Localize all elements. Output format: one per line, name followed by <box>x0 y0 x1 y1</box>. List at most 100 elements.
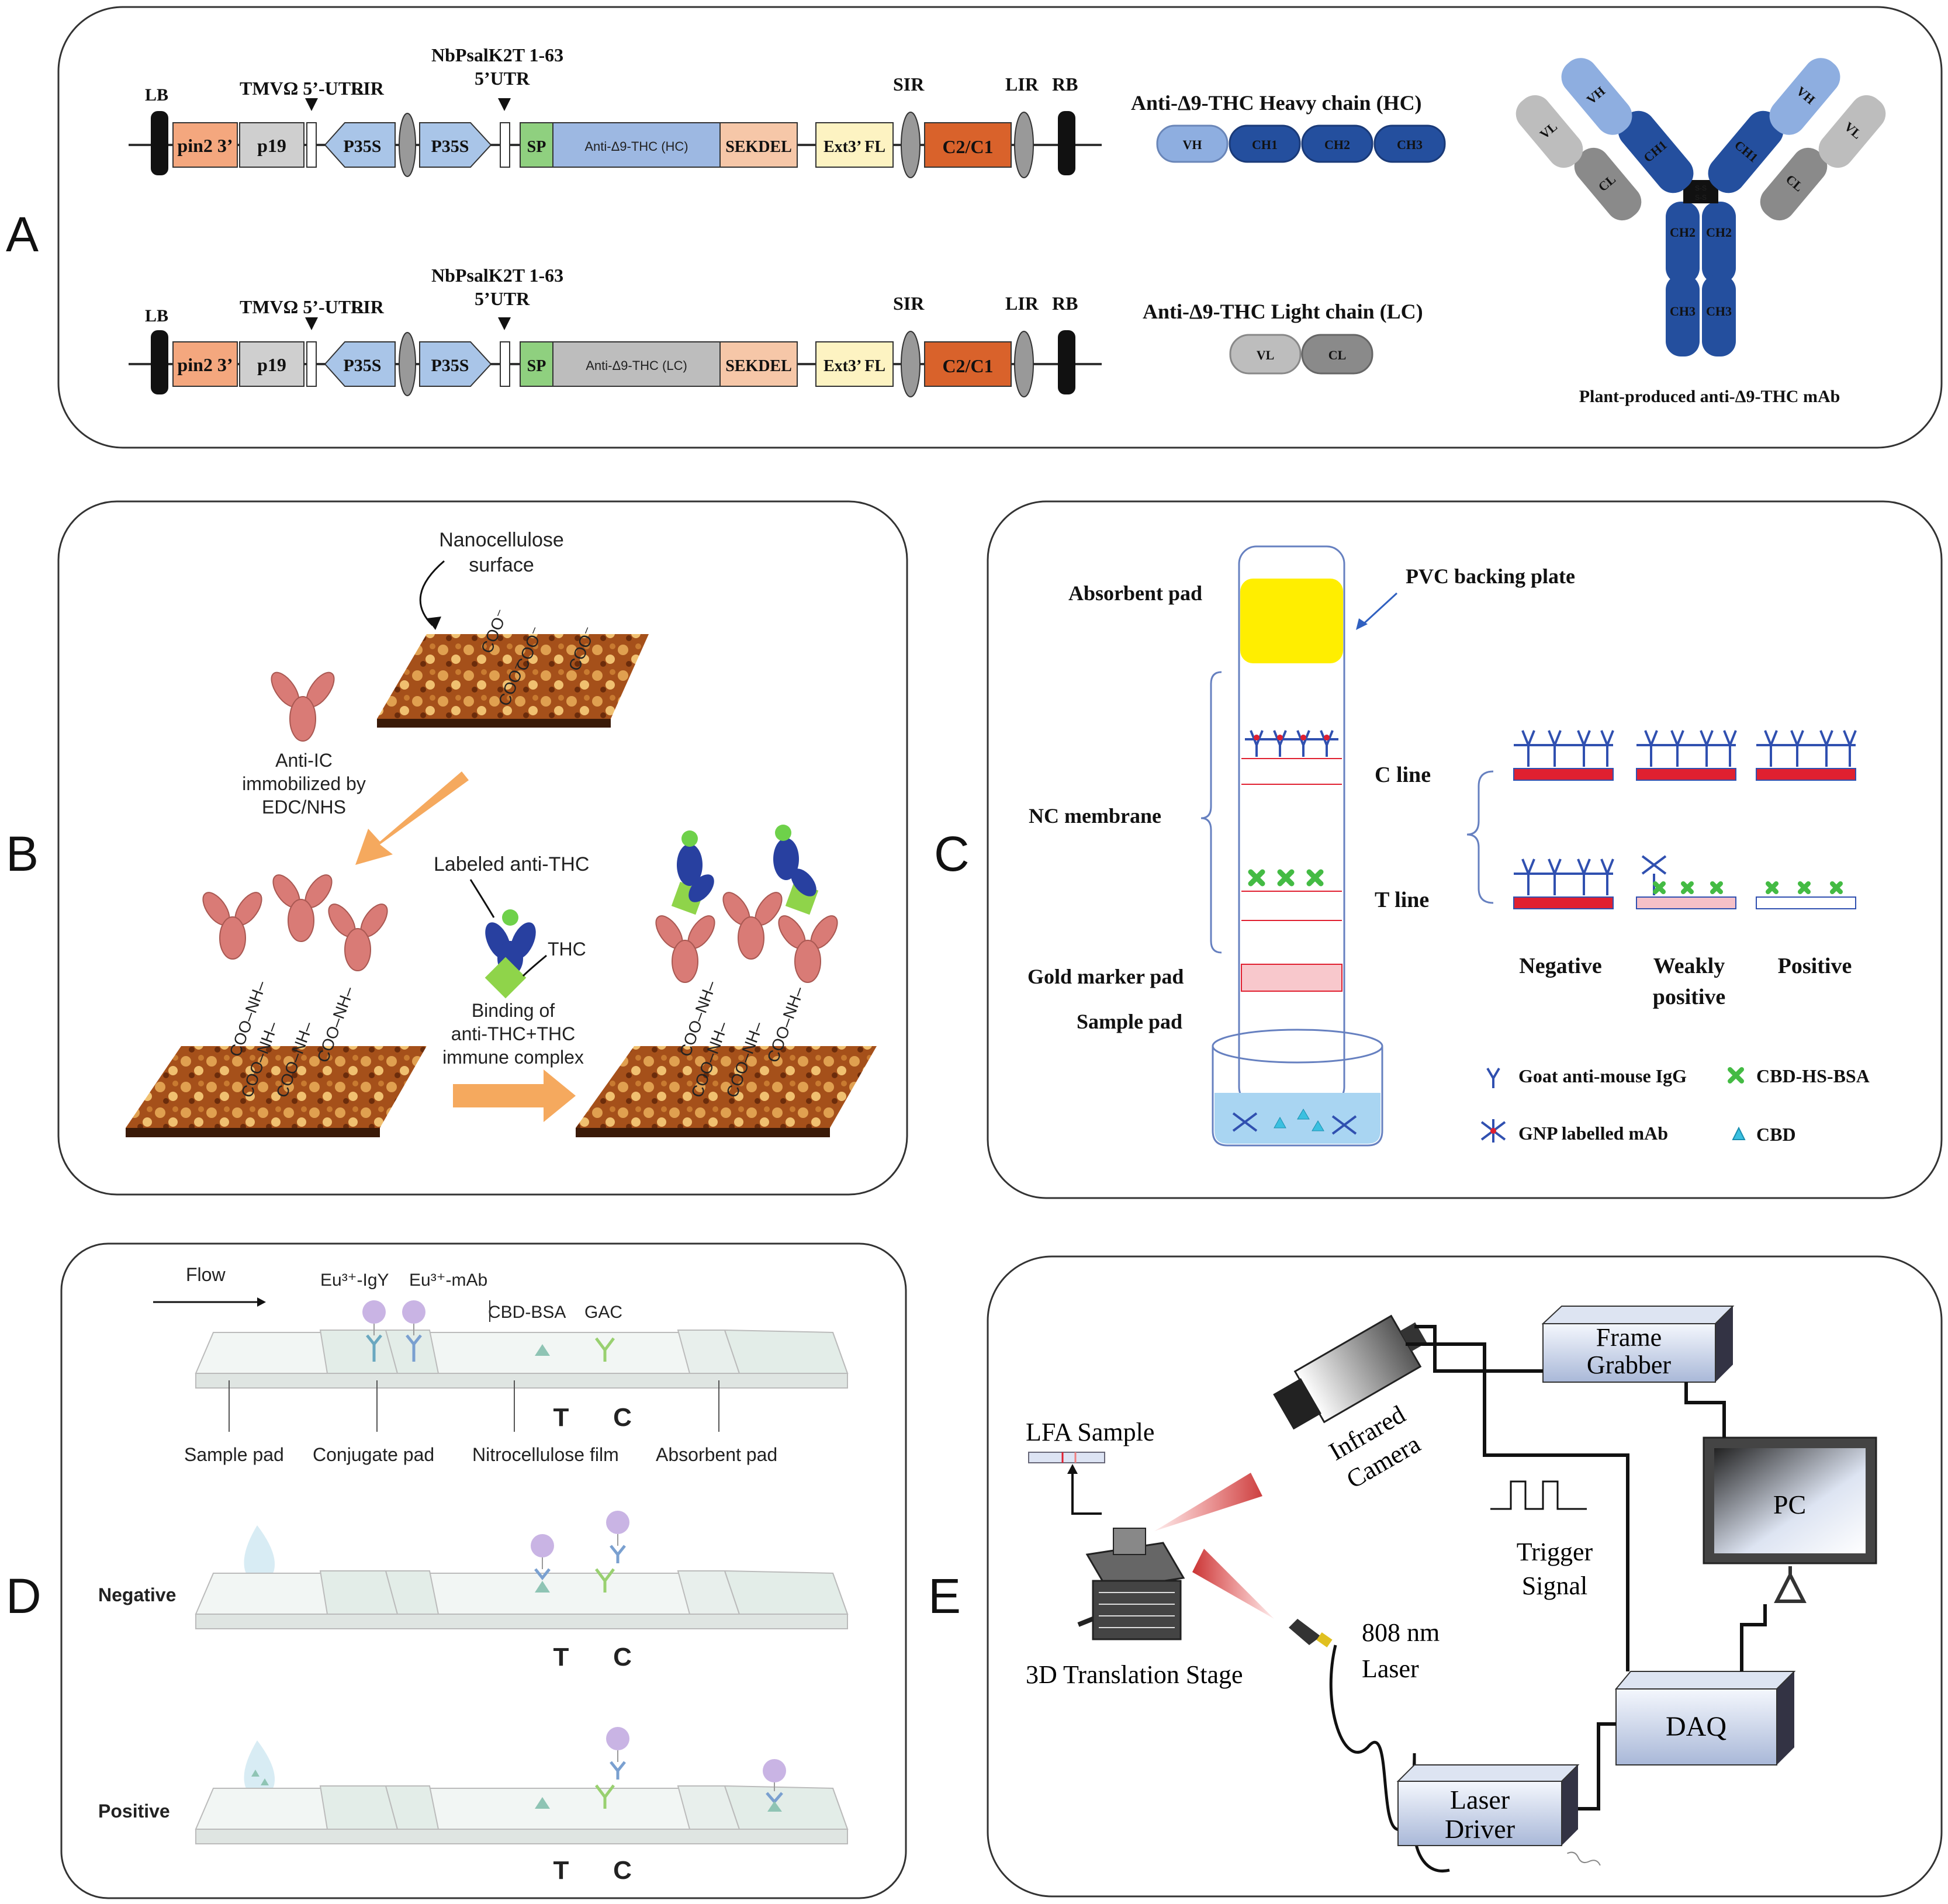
p35s-right-label: P35S <box>431 137 469 156</box>
sir-element <box>901 331 921 397</box>
sample-pad-label: Sample pad <box>184 1444 284 1465</box>
rb-border <box>1058 111 1075 175</box>
legend-cbdhs-label: CBD-HS-BSA <box>1756 1065 1870 1086</box>
c-line-label: C <box>613 1643 632 1671</box>
sir-element <box>901 112 921 178</box>
cbd-hs-bsa-icon <box>1728 1067 1744 1083</box>
p35s-left-element <box>324 341 396 387</box>
ext-element <box>815 122 894 168</box>
flow-arrow-icon <box>257 1297 266 1307</box>
conjugate-antibody-icons <box>362 1300 425 1362</box>
lfa-sample-strip <box>1028 1452 1105 1463</box>
lir-element <box>1014 331 1034 397</box>
negative-label: Negative <box>98 1584 176 1605</box>
ss-bond-label: S-S <box>1695 184 1707 192</box>
utr-label: 5’UTR <box>475 288 530 309</box>
tmv-label: TMVΩ 5’-UTR <box>240 296 365 317</box>
hc-gene-element <box>552 122 721 168</box>
cl-domain <box>1301 334 1373 375</box>
c2c1-element <box>924 341 1012 387</box>
lc-gene-element <box>552 341 721 387</box>
panel-d-frame <box>60 1242 907 1899</box>
gac-label: GAC <box>584 1303 622 1322</box>
arrow-marker-icon <box>305 98 318 111</box>
panel-c-letter: C <box>934 826 970 881</box>
ch1-label: CH1 <box>1252 137 1278 152</box>
ext-element <box>815 341 894 387</box>
thc-label: THC <box>548 939 586 960</box>
gnp-mab-row-icon <box>1245 730 1338 757</box>
ch2-label: CH2 <box>1706 225 1732 240</box>
panel-a-frame <box>57 6 1943 449</box>
lfa-strip-positive <box>195 1785 849 1844</box>
negative-t-line <box>1513 896 1614 909</box>
bound-mab-icons <box>1514 730 1857 895</box>
sekdel-element <box>719 122 798 168</box>
p35s-right-element <box>419 341 492 387</box>
nanocellulose-label: Nanocellulose <box>439 529 564 551</box>
nb-label: NbPsalK2T 1-63 <box>431 44 563 65</box>
pointer-arrow-icon <box>469 879 495 918</box>
utr-element <box>500 341 510 387</box>
eu-igy-label: Eu³⁺-IgY <box>320 1271 389 1290</box>
c2c1-label: C2/C1 <box>942 355 993 376</box>
panel-b-frame <box>57 500 908 1196</box>
lc-title: Anti-Δ9-THC Light chain (LC) <box>1143 300 1423 323</box>
laser-driver-label: Laser <box>1450 1785 1510 1815</box>
weakly-label: Weakly <box>1653 954 1725 978</box>
frame-grabber-label: Grabber <box>1587 1351 1671 1379</box>
construct-lc: LB pin2 3’ p19 TMVΩ 5’-UTR LIR P35S P35S… <box>129 265 1102 397</box>
positive-c-line <box>1756 768 1856 781</box>
t-line-label: T <box>553 1403 569 1432</box>
flow-label: Flow <box>186 1264 226 1285</box>
immobilized-antibody-icon <box>202 874 388 971</box>
gnp-dot <box>1490 1128 1496 1134</box>
arrow-head-icon <box>427 617 441 630</box>
hc-gene-label: Anti-Δ9-THC (HC) <box>584 139 688 154</box>
trigger-label: Trigger <box>1517 1538 1593 1566</box>
sekdel-label: SEKDEL <box>725 138 792 156</box>
anti-ic-label: Anti-IC <box>275 750 333 771</box>
binding-label: immune complex <box>442 1047 584 1068</box>
anti-ic-label: EDC/NHS <box>262 797 346 818</box>
vh-label: VH <box>1183 137 1202 152</box>
power-cable-icon <box>1567 1851 1601 1866</box>
binding-label: anti-THC+THC <box>451 1023 575 1044</box>
pin2-label: pin2 3’ <box>177 354 233 375</box>
c-line-label: C <box>613 1856 632 1885</box>
legend-goat-label: Goat anti-mouse IgG <box>1518 1065 1687 1086</box>
sp-label: SP <box>527 357 546 375</box>
ch3-domain <box>1373 124 1446 163</box>
hc-title: Anti-Δ9-THC Heavy chain (HC) <box>1131 91 1422 115</box>
vh-domain <box>1561 58 1632 135</box>
arrow-marker-icon <box>305 317 318 330</box>
process-arrow-icon <box>453 1069 576 1122</box>
antibody-structure: CH2 CH2 CH3 CH3 S-S S-S CH1 VH CL VL CH1… <box>1516 58 1886 356</box>
pc-label: PC <box>1773 1490 1806 1519</box>
sp-label: SP <box>527 138 546 156</box>
binding-label: Binding of <box>472 1000 555 1021</box>
lc-gene-label: Anti-Δ9-THC (LC) <box>586 358 687 373</box>
utr-label: 5’UTR <box>475 68 530 89</box>
panel-c: C Absorbent pad PVC backing plate NC mem… <box>934 500 1943 1199</box>
lb-border <box>151 111 168 175</box>
p35s-left-element <box>324 122 396 168</box>
cl-label: CL <box>1328 348 1347 362</box>
pointer-line <box>1359 592 1398 628</box>
p35s-right-label: P35S <box>431 356 469 375</box>
negative-label: Negative <box>1519 954 1601 978</box>
ch3-label: CH3 <box>1706 304 1732 319</box>
lb-label: LB <box>145 306 168 326</box>
conjugate-pad-label: Conjugate pad <box>313 1444 434 1465</box>
lir-label: LIR <box>1005 293 1039 314</box>
ch1-domain <box>1618 110 1694 193</box>
panel-d-letter: D <box>6 1569 41 1623</box>
absorbent-pad-label: Absorbent pad <box>1068 581 1202 605</box>
ch2-label: CH2 <box>1670 225 1696 240</box>
ch2-domain <box>1702 202 1736 283</box>
panel-e-letter: E <box>928 1569 961 1623</box>
surface-edge <box>377 719 611 728</box>
p19-element <box>239 122 305 168</box>
connection-wires <box>1406 1325 1767 1810</box>
